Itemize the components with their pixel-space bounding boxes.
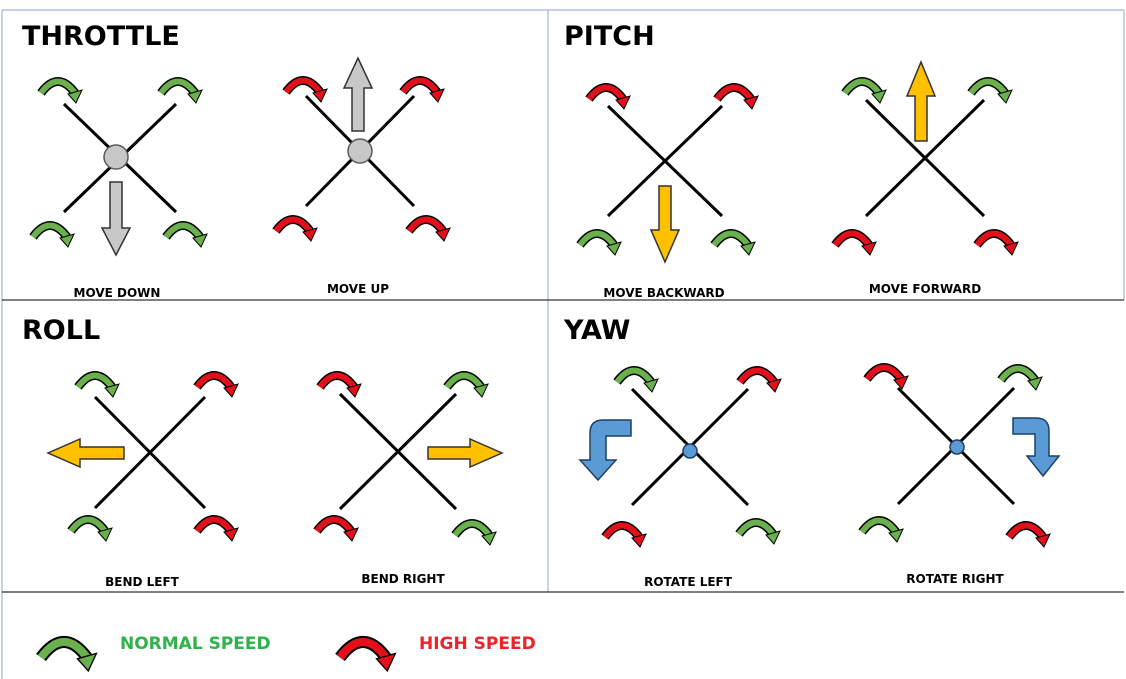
legend-high-speed-label: HIGH SPEED — [419, 634, 536, 654]
down-arrow-icon — [100, 181, 132, 257]
rotor-normal-icon — [862, 521, 903, 543]
left-arrow-icon — [46, 437, 125, 469]
rotor-high-icon — [276, 220, 317, 242]
up-arrow-icon — [342, 56, 374, 132]
rotor-normal-icon — [161, 82, 202, 104]
rotor-high-icon — [317, 520, 358, 542]
rotor-normal-icon — [33, 226, 74, 248]
backward-arrow-icon — [649, 185, 681, 264]
legend-normal-speed-label: NORMAL SPEED — [120, 634, 271, 654]
drone-hub — [347, 138, 373, 164]
drone-arm — [338, 392, 458, 511]
yaw-title: YAW — [563, 315, 630, 346]
rotor-normal-icon — [580, 234, 621, 256]
rotor-high-icon — [1009, 526, 1050, 548]
yaw-right-drone — [862, 368, 1061, 548]
rotor-normal-icon — [166, 226, 207, 248]
rotor-high-icon — [835, 234, 876, 256]
right-arrow-icon — [427, 437, 504, 469]
legend-high-speed-icon — [340, 642, 395, 671]
rotate-right-label: ROTATE RIGHT — [906, 572, 1004, 586]
forward-arrow-icon — [905, 60, 937, 142]
drone-arm — [93, 395, 207, 510]
throttle-up-drone — [276, 56, 450, 242]
rotor-high-icon — [197, 520, 238, 542]
drone-hub — [682, 443, 698, 459]
roll-left-drone — [46, 376, 238, 542]
move-up-label: MOVE UP — [327, 282, 389, 296]
rotate-right-arrow-icon — [1012, 417, 1061, 478]
drone-hub — [949, 439, 965, 455]
rotor-high-icon — [977, 234, 1018, 256]
rotor-high-icon — [403, 81, 444, 103]
drone-hub — [103, 144, 129, 170]
rotor-normal-icon — [447, 376, 488, 398]
rotor-high-icon — [197, 376, 238, 398]
rotor-normal-icon — [78, 376, 119, 398]
pitch-forward-drone — [835, 60, 1018, 256]
move-backward-label: MOVE BACKWARD — [603, 286, 724, 300]
move-forward-label: MOVE FORWARD — [869, 282, 981, 296]
legend: NORMAL SPEED HIGH SPEED — [41, 634, 536, 671]
pitch-title: PITCH — [564, 21, 655, 52]
rotate-left-label: ROTATE LEFT — [644, 575, 733, 589]
rotor-normal-icon — [845, 82, 886, 104]
rotor-normal-icon — [71, 520, 112, 542]
rotor-normal-icon — [455, 524, 496, 546]
rotor-high-icon — [717, 88, 758, 110]
rotor-normal-icon — [971, 82, 1012, 104]
rotor-high-icon — [286, 81, 327, 103]
roll-title: ROLL — [22, 315, 100, 346]
rotor-normal-icon — [714, 234, 755, 256]
roll-right-drone — [317, 376, 504, 546]
pitch-backward-drone — [580, 88, 758, 264]
legend-normal-speed-icon — [41, 642, 96, 671]
rotor-high-icon — [605, 526, 646, 548]
throttle-title: THROTTLE — [22, 21, 180, 52]
rotor-normal-icon — [41, 82, 82, 104]
rotate-left-arrow-icon — [578, 419, 632, 482]
yaw-left-drone — [578, 371, 781, 548]
rotor-high-icon — [409, 220, 450, 242]
rotor-normal-icon — [739, 523, 780, 545]
move-down-label: MOVE DOWN — [74, 286, 161, 300]
rotor-normal-icon — [1001, 369, 1042, 391]
drone-arm — [606, 104, 724, 218]
bend-right-label: BEND RIGHT — [361, 572, 445, 586]
bend-left-label: BEND LEFT — [105, 575, 180, 589]
rotor-high-icon — [867, 368, 908, 390]
throttle-down-drone — [33, 82, 207, 257]
drone-arm — [864, 98, 986, 218]
panel-grid — [1, 9, 1125, 679]
rotor-normal-icon — [617, 371, 658, 393]
